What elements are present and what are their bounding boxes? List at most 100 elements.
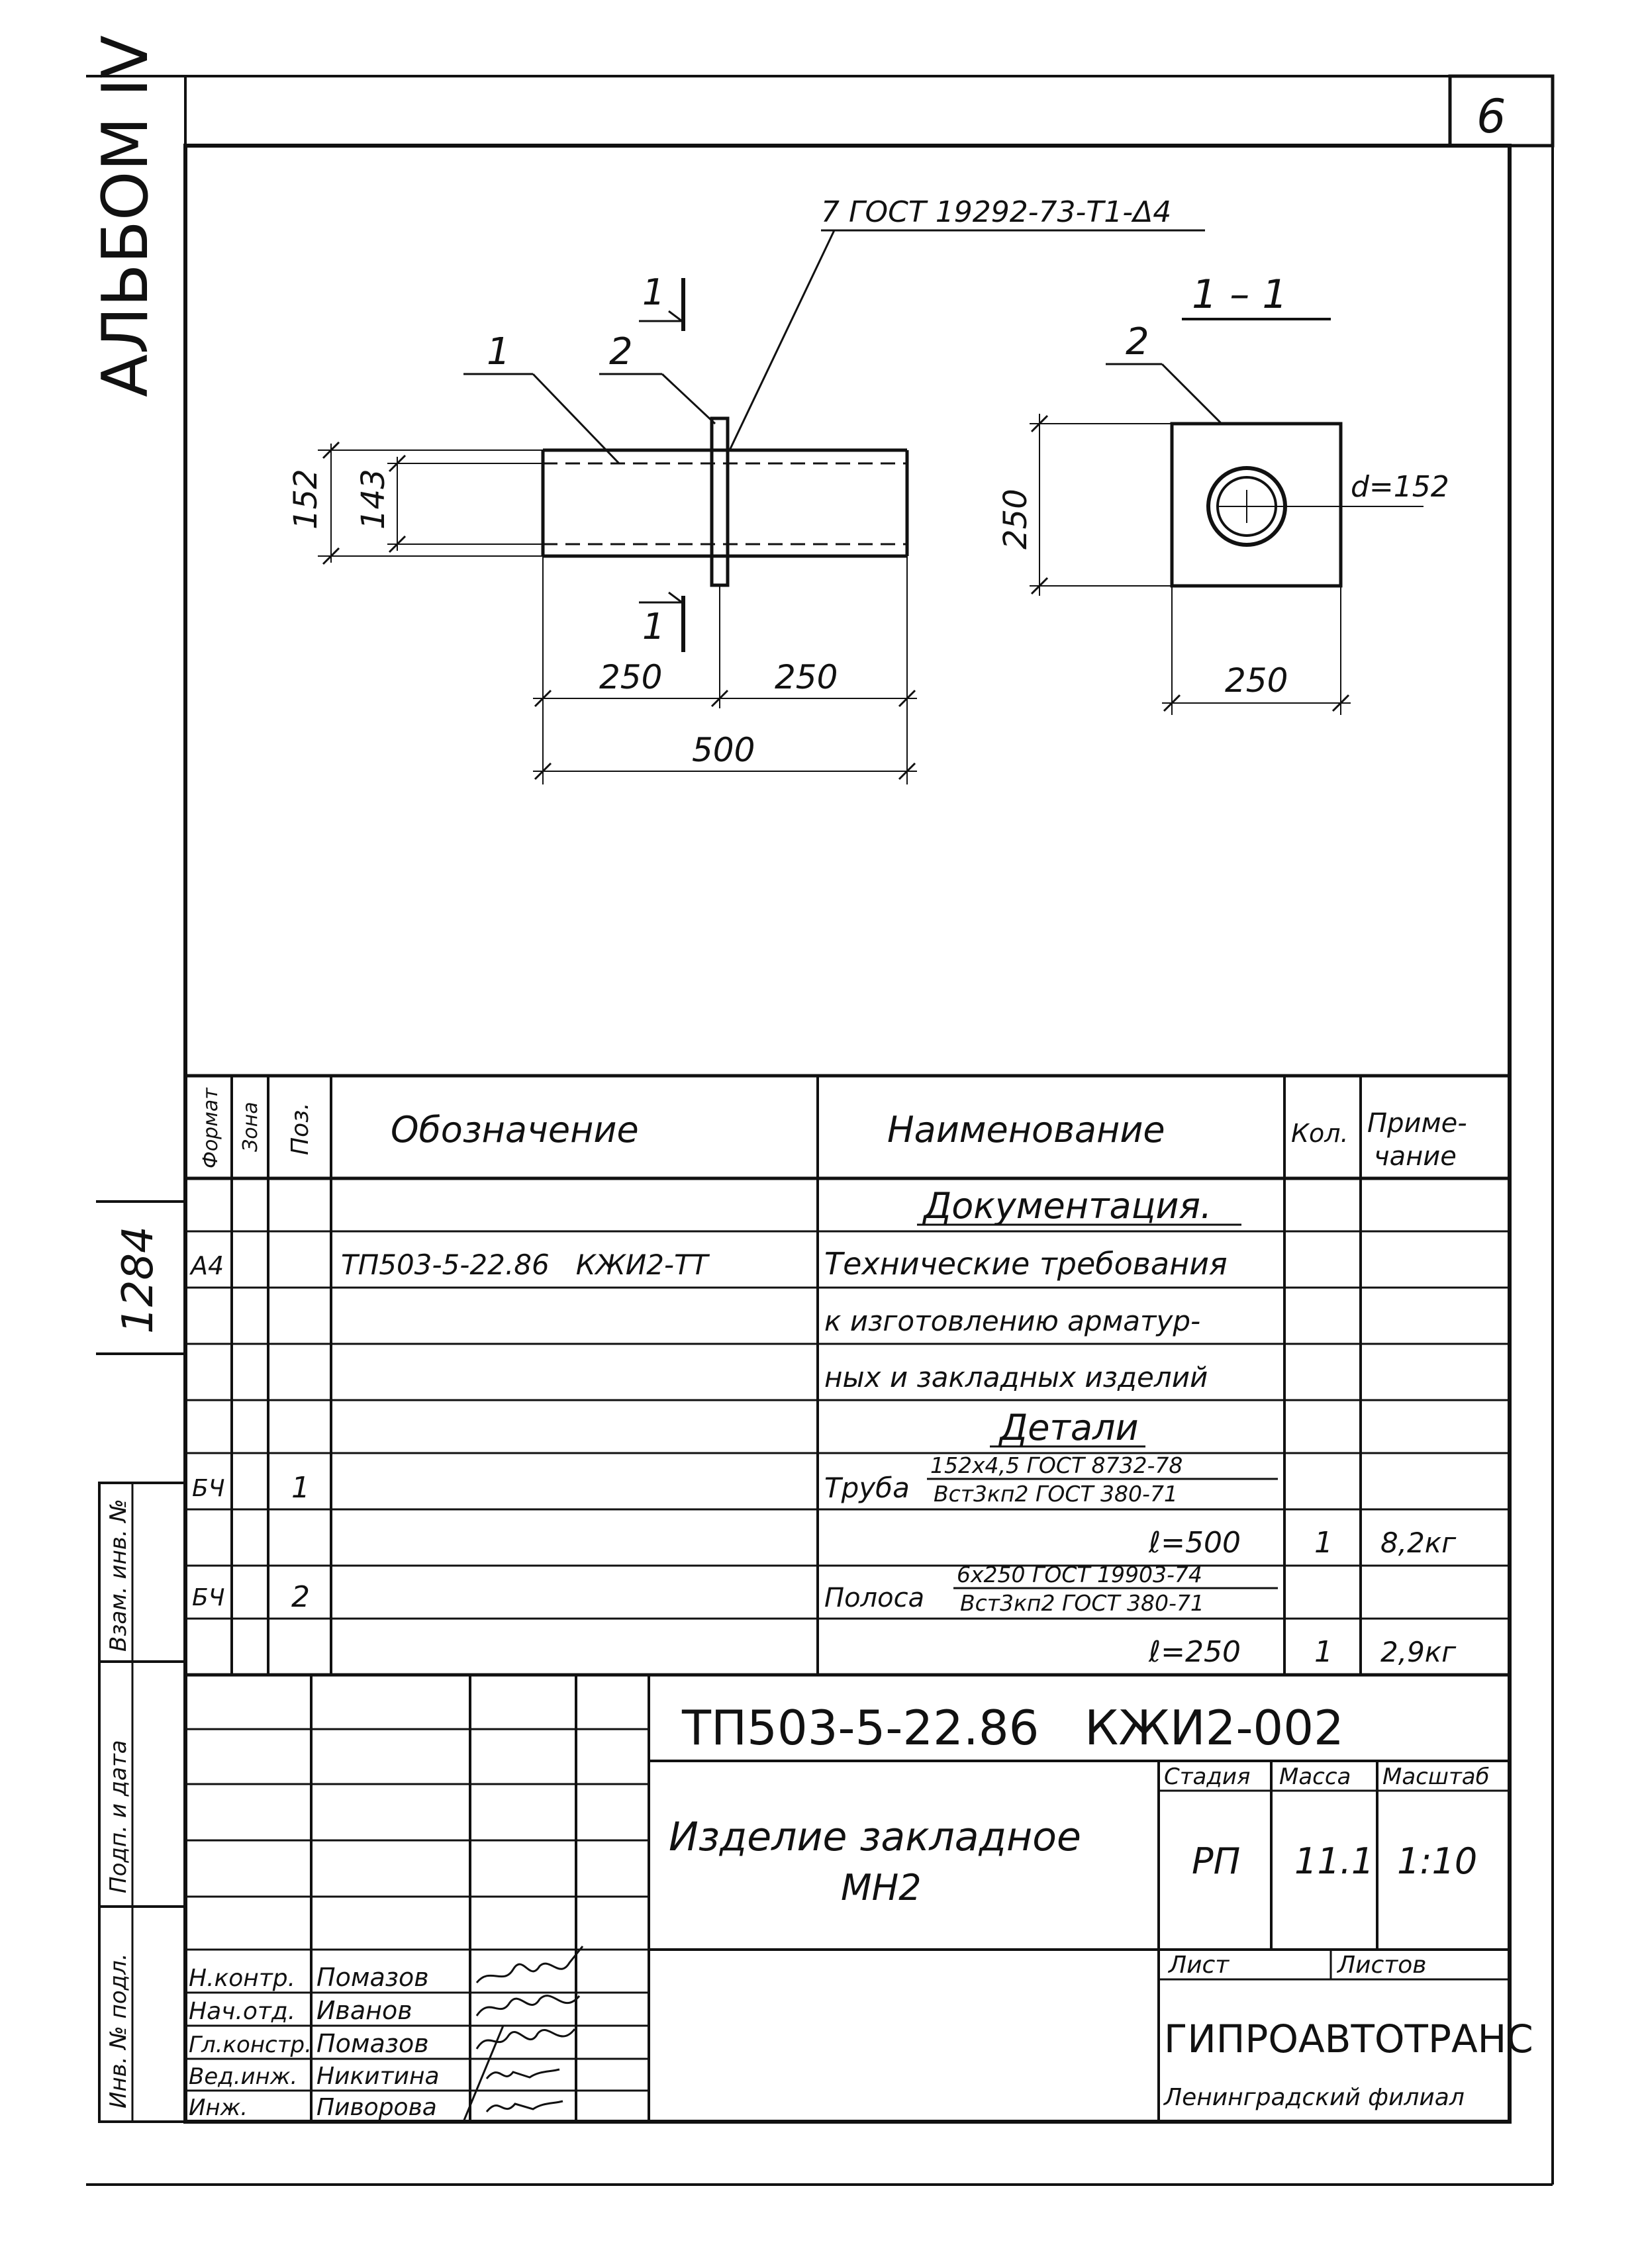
name-3: Помазов	[316, 2029, 429, 2058]
sheet-label: Лист	[1167, 1952, 1230, 1979]
name-2: Иванов	[316, 1996, 412, 2025]
item2-format: БЧ	[192, 1584, 224, 1611]
header-note-2: чание	[1374, 1141, 1457, 1172]
dim-500-label: 500	[692, 731, 755, 769]
cut-label-bottom: 1	[642, 606, 665, 647]
role-5: Инж.	[189, 2095, 248, 2121]
stage-value: РП	[1192, 1840, 1240, 1882]
name-5: Пиворова	[316, 2094, 437, 2121]
item1-spec-top: 152х4,5 ГОСТ 8732-78	[930, 1452, 1183, 1478]
title-line-2: МН2	[841, 1867, 922, 1909]
tick-500-left	[534, 762, 552, 780]
inventory-number: 1284	[114, 1226, 163, 1334]
dim-section-height-label: 250	[997, 489, 1034, 549]
dim-250-right-label: 250	[775, 658, 838, 696]
stamp-orig-inv: Инв. № подл.	[105, 1953, 132, 2108]
item2-qty: 1	[1314, 1635, 1333, 1669]
weld-leader	[728, 230, 836, 451]
role-3: Гл.констр.	[189, 2032, 312, 2058]
item1-format: БЧ	[192, 1475, 224, 1502]
item2-spec-bottom: Вст3кп2 ГОСТ 380-71	[960, 1590, 1204, 1616]
section-title: 1 – 1	[1192, 271, 1288, 318]
tick-250-left	[534, 689, 552, 708]
org-branch: Ленинградский филиал	[1163, 2084, 1465, 2111]
margin-stamps-box	[98, 1482, 187, 2123]
signature-2	[475, 1995, 581, 2016]
tick-143-top	[388, 454, 407, 473]
item1-spec-bottom: Вст3кп2 ГОСТ 380-71	[934, 1481, 1178, 1507]
scale-label: Масштаб	[1382, 1764, 1490, 1790]
main-frame	[183, 144, 1512, 2124]
leader-2	[661, 373, 716, 425]
doc-name-line1: Технические требования	[824, 1246, 1228, 1282]
position-2-section-label: 2	[1126, 320, 1149, 363]
sheet-number-box	[1448, 74, 1555, 148]
section-plate	[1170, 422, 1343, 588]
cut-arrow-bottom-a	[668, 591, 683, 604]
doc-code: ТП503-5-22.86 КЖИ2-002	[681, 1700, 1344, 1756]
tick-500-right	[898, 762, 916, 780]
signature-slash	[462, 2025, 505, 2122]
dim-section-width-label: 250	[1225, 661, 1288, 700]
tick-section-h-top	[1030, 414, 1049, 433]
strip-plate	[710, 416, 730, 587]
name-4: Никитина	[316, 2063, 440, 2090]
section-details: Детали	[998, 1407, 1139, 1448]
role-1: Н.контр.	[189, 1965, 295, 1992]
cut-arrow-top-a	[668, 310, 683, 322]
item2-length: ℓ=250	[1148, 1635, 1241, 1669]
mass-value: 11.1	[1294, 1840, 1374, 1882]
tick-143-bottom	[388, 535, 407, 553]
doc-name-line2: к изготовлению арматур-	[824, 1305, 1200, 1337]
stamp-replace-inv: Взам. инв. №	[105, 1499, 132, 1652]
item2-note: 2,9кг	[1380, 1636, 1457, 1668]
name-1: Помазов	[316, 1963, 429, 1992]
album-label: АЛЬБОМ IV	[89, 35, 162, 397]
item1-pos: 1	[291, 1471, 310, 1505]
role-2: Нач.отд.	[189, 1998, 295, 2025]
position-1-label: 1	[487, 330, 510, 373]
item2-spec-top: 6х250 ГОСТ 19903-74	[957, 1562, 1202, 1587]
stamp-sign-date: Подп. и дата	[105, 1740, 132, 1893]
item1-qty: 1	[1314, 1526, 1333, 1560]
item1-name: Труба	[824, 1472, 910, 1504]
doc-name-line3: ных и закладных изделий	[824, 1361, 1208, 1394]
tick-152-bottom	[322, 547, 340, 565]
header-designation: Обозначение	[391, 1109, 639, 1151]
side-view: 152 143 250 250 500 1 1 1 2 7 ГОСТ 19292…	[287, 195, 1205, 784]
header-name: Наименование	[887, 1109, 1165, 1151]
weld-note: 7 ГОСТ 19292-73-Т1-Δ4	[821, 195, 1171, 229]
tick-section-w-right	[1331, 694, 1350, 712]
diameter-label: d=152	[1351, 470, 1449, 504]
signature-1	[475, 1946, 584, 1983]
header-note-1: Приме-	[1367, 1108, 1467, 1139]
leader-1	[532, 373, 620, 465]
dim-152-label: 152	[287, 469, 324, 530]
dim-143-label: 143	[355, 469, 392, 530]
tick-152-top	[322, 441, 340, 459]
header-zone: Зона	[239, 1102, 262, 1152]
spec-table: Формат Зона Поз. Обозначение Наименовани…	[185, 1074, 1510, 1675]
cut-label-top: 1	[642, 271, 665, 313]
signature-3	[475, 2028, 576, 2050]
signature-5	[485, 2100, 563, 2112]
signature-4	[485, 2068, 560, 2079]
sheet-number: 6	[1476, 89, 1506, 144]
tick-250-right	[898, 689, 916, 708]
section-view: 1 – 1 d=152 2 250 250	[997, 271, 1449, 715]
leader-2-section	[1161, 363, 1223, 425]
tick-section-h-bottom	[1030, 577, 1049, 595]
item2-name: Полоса	[824, 1583, 924, 1613]
stage-label: Стадия	[1164, 1764, 1250, 1790]
item1-length: ℓ=500	[1148, 1526, 1241, 1560]
sheets-label: Листов	[1336, 1952, 1426, 1979]
tick-section-w-left	[1163, 694, 1181, 712]
item2-pos: 2	[291, 1580, 310, 1614]
item1-note: 8,2кг	[1380, 1527, 1457, 1559]
mass-label: Масса	[1279, 1764, 1351, 1790]
section-documentation: Документация.	[922, 1185, 1212, 1227]
header-pos: Поз.	[287, 1102, 314, 1155]
role-4: Вед.инж.	[189, 2063, 297, 2090]
header-qty: Кол.	[1291, 1119, 1349, 1148]
